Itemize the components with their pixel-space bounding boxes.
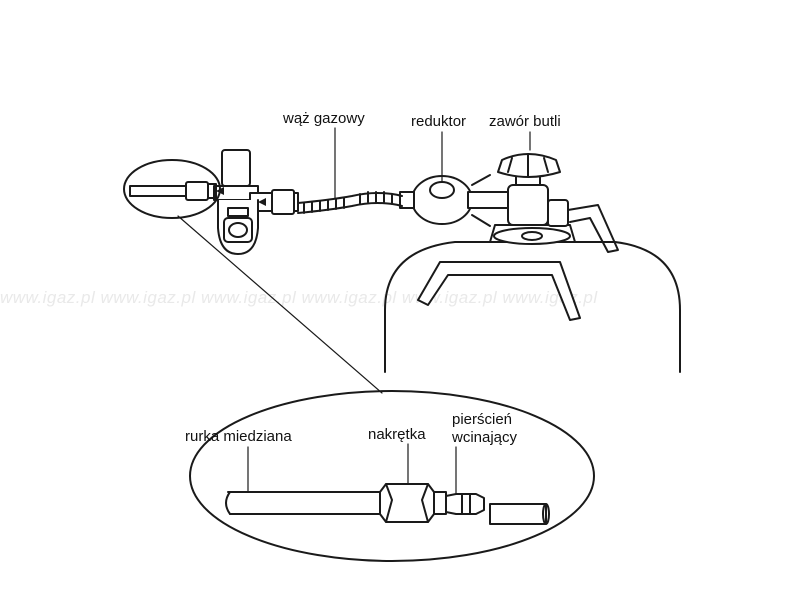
detail-ellipse — [189, 390, 595, 562]
label-copper-tube: rurka miedziana — [185, 428, 292, 445]
flow-arrows — [216, 187, 266, 206]
label-bottle-valve: zawór butli — [489, 113, 561, 130]
detail-compression-ring — [445, 493, 485, 515]
arrow-icon — [258, 198, 266, 206]
gas-bottle — [384, 204, 681, 373]
reducer — [399, 174, 509, 227]
arrow-icon — [216, 187, 224, 195]
gas-hose — [297, 191, 403, 214]
bottle-valve — [497, 153, 569, 227]
leader-lines — [247, 127, 531, 495]
detail-nut — [379, 483, 447, 523]
callout-line — [177, 215, 383, 394]
label-ring-line2: wcinający — [452, 429, 518, 446]
fitting-copper-tube — [129, 181, 217, 201]
watermark-text: www.igaz.pl www.igaz.pl www.igaz.pl www.… — [0, 288, 598, 307]
label-gas-hose: wąż gazowy — [283, 110, 365, 127]
tee-fitting — [213, 149, 299, 255]
label-reducer: reduktor — [411, 113, 467, 130]
label-ring-line1: pierścień — [452, 411, 513, 428]
detail-tube-end — [489, 503, 550, 525]
label-nut: nakrętka — [368, 426, 426, 443]
detail-copper-tube — [225, 491, 387, 515]
